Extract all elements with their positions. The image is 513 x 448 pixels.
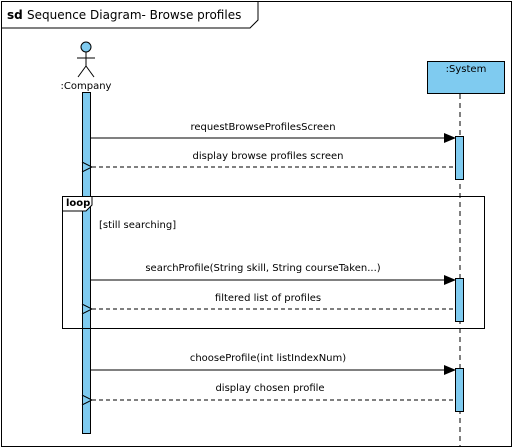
frame-title: Sequence Diagram- Browse profiles: [27, 8, 241, 22]
message-search-profile[interactable]: searchProfile(String skill, String cours…: [91, 263, 456, 285]
loop-guard: [still searching]: [99, 220, 176, 231]
loop-label: loop: [66, 198, 90, 209]
system-activation-bar-2: [455, 278, 464, 322]
actor-company[interactable]: :Company: [61, 41, 112, 92]
frame-title-tab: [1, 1, 259, 29]
message-display-chosen-profile[interactable]: display chosen profile: [92, 383, 455, 400]
message-label: requestBrowseProfilesScreen: [190, 122, 335, 133]
system-activation-bar-1: [455, 136, 464, 180]
company-activation-bar: [82, 92, 91, 434]
frame-keyword: sd: [7, 8, 23, 22]
message-label: searchProfile(String skill, String cours…: [145, 263, 380, 274]
message-request-browse-profiles-screen[interactable]: requestBrowseProfilesScreen: [91, 122, 456, 143]
message-choose-profile[interactable]: chooseProfile(int listIndexNum): [91, 353, 456, 375]
message-label: filtered list of profiles: [215, 293, 321, 304]
system-box: [427, 61, 505, 94]
actor-label: :Company: [61, 81, 112, 92]
system-label: :System: [446, 64, 487, 75]
message-filtered-list-of-profiles[interactable]: filtered list of profiles: [92, 293, 455, 309]
loop-fragment: [62, 196, 485, 329]
loop-tab: [62, 196, 93, 212]
message-label: display browse profiles screen: [193, 151, 344, 162]
stick-figure-icon: [80, 41, 92, 53]
message-label: display chosen profile: [215, 383, 324, 394]
message-display-browse-profiles-screen[interactable]: display browse profiles screen: [92, 151, 455, 167]
participant-system[interactable]: :System: [427, 61, 505, 94]
system-activation-bar-3: [455, 368, 464, 412]
message-label: chooseProfile(int listIndexNum): [190, 353, 346, 364]
